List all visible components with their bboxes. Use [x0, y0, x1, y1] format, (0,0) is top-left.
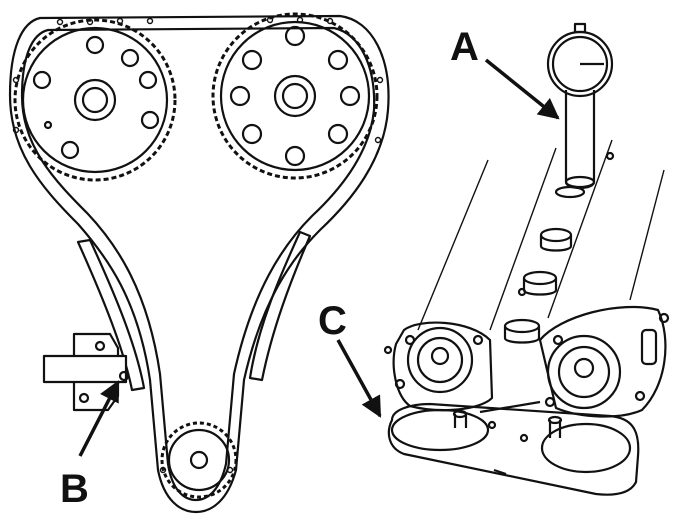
timing-chain-assembly	[8, 12, 390, 514]
callout-arrows	[78, 58, 560, 457]
arrow-a	[484, 58, 560, 120]
right-cam-cover	[538, 305, 670, 418]
arrow-c	[336, 339, 382, 418]
callout-label-b: B	[60, 467, 89, 511]
right-chain-guide	[248, 230, 312, 382]
camshaft-journals	[503, 151, 615, 344]
right-camshaft-sprocket	[211, 12, 379, 180]
left-cam-cover	[383, 321, 494, 412]
camshaft-housing-assembly	[383, 22, 670, 496]
timing-chain	[8, 14, 390, 514]
chain-tensioner	[42, 332, 130, 412]
left-camshaft-sprocket	[13, 18, 177, 182]
callout-label-c: C	[318, 299, 347, 343]
dial-gauge	[546, 22, 614, 190]
callout-label-a: A	[450, 25, 479, 69]
arrow-b	[78, 380, 120, 457]
left-chain-guide	[76, 238, 146, 392]
base-plate	[387, 400, 640, 496]
crankshaft-sprocket	[160, 421, 238, 499]
